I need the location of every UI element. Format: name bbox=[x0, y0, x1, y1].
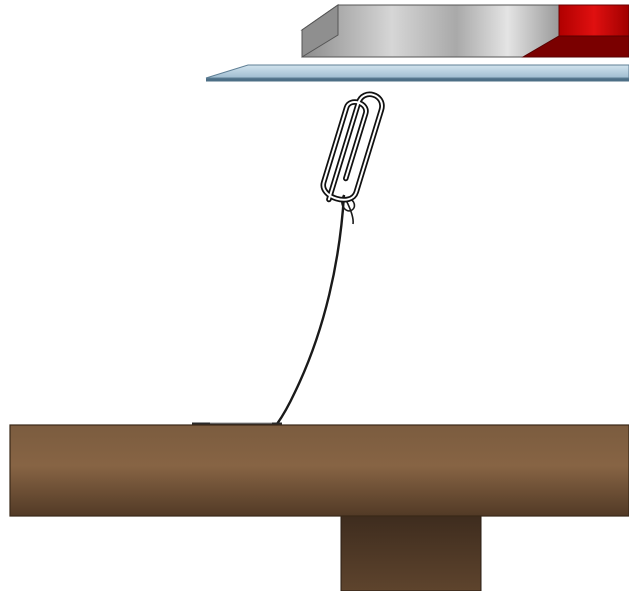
table bbox=[9, 424, 629, 591]
magnet-silver-face bbox=[301, 4, 560, 58]
magnet-red-pole bbox=[558, 4, 629, 37]
magnet-red-pole-side bbox=[521, 35, 629, 58]
paper-clip-wire bbox=[320, 91, 385, 203]
glass-plate bbox=[205, 64, 629, 82]
glass-plate-top bbox=[205, 64, 629, 79]
magnet-left-end bbox=[301, 4, 339, 58]
table-top bbox=[9, 424, 629, 517]
thread-line bbox=[276, 194, 346, 425]
paper-clip bbox=[320, 91, 385, 203]
thread-loop bbox=[341, 194, 356, 225]
table-leg bbox=[340, 515, 482, 591]
thread bbox=[192, 194, 356, 426]
paper-clip-shine bbox=[322, 93, 383, 201]
bar-magnet bbox=[300, 4, 629, 58]
